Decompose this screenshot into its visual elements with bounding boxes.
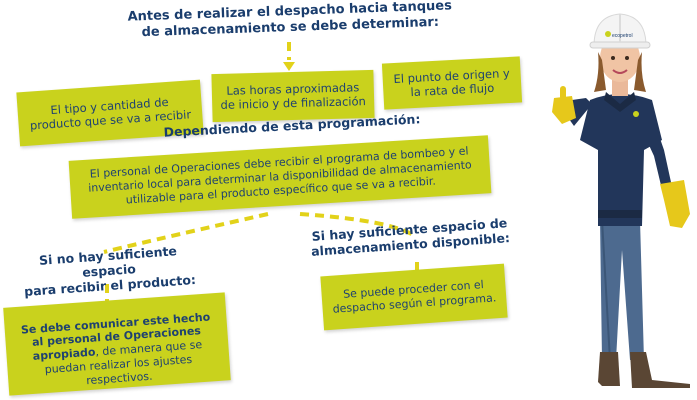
shirt-emblem <box>633 111 639 117</box>
thumbs-up-glove <box>552 96 576 124</box>
box-origin: El punto de origen y la rata de flujo <box>381 56 523 110</box>
connector-to-space <box>299 212 417 238</box>
connector-to-no-space <box>103 212 269 254</box>
helmet-logo <box>605 31 611 37</box>
arrow-head <box>283 62 295 71</box>
right-glove <box>660 180 690 228</box>
left-boot <box>598 352 620 386</box>
worker-illustration: ecopetrol <box>552 13 690 388</box>
box-no-space-action: Se debe comunicar este hecho al personal… <box>3 292 231 396</box>
helmet-logo-text: ecopetrol <box>612 33 633 39</box>
right-boot <box>630 352 690 388</box>
